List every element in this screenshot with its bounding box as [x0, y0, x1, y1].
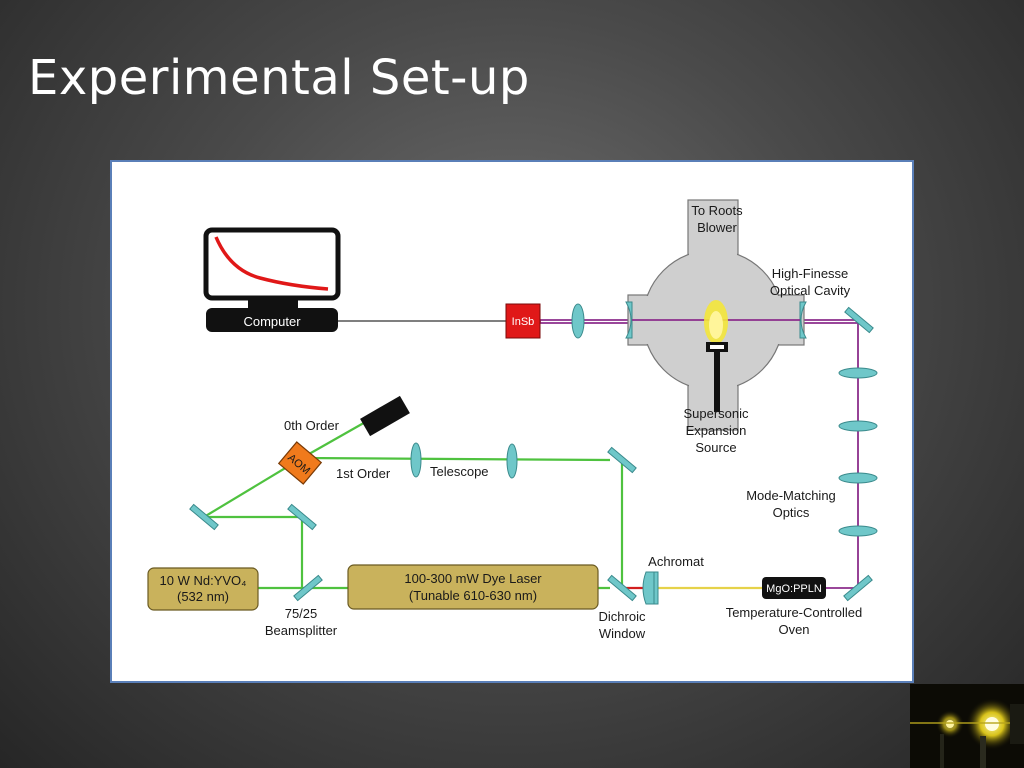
dichroic-label-line1: Dichroic: [599, 609, 646, 624]
cavity-label-line1: High-Finesse: [772, 266, 849, 281]
telescope-label: Telescope: [430, 464, 489, 479]
source-label-line3: Source: [695, 440, 736, 455]
source-label-line2: Expansion: [686, 423, 747, 438]
first-order-label: 1st Order: [336, 466, 391, 481]
crystal-label: MgO:PPLN: [766, 583, 822, 595]
dichroic-label-line2: Window: [599, 626, 646, 641]
roots-blower-label-line1: To Roots: [691, 203, 743, 218]
achromat-label: Achromat: [648, 554, 704, 569]
computer-label: Computer: [243, 314, 301, 329]
mode-matching-label-line1: Mode-Matching: [746, 488, 836, 503]
pump-laser-label-line1: 10 W Nd:YVO₄: [160, 573, 247, 588]
telescope-lenses: [410, 442, 518, 479]
dichroic-window: [607, 574, 637, 602]
roots-blower-label-line2: Blower: [697, 220, 737, 235]
dye-turn-mirror: [607, 446, 637, 474]
cavity-label-line2: Optical Cavity: [770, 283, 851, 298]
vacuum-chamber: [625, 199, 807, 431]
mode-matching-lenses: [838, 367, 878, 537]
beamsplitter-label-line2: Beamsplitter: [265, 623, 338, 638]
oven-label-line1: Temperature-Controlled: [726, 605, 863, 620]
dye-laser: 100-300 mW Dye Laser (Tunable 610-630 nm…: [347, 564, 599, 610]
detector-label: InSb: [512, 316, 535, 328]
zeroth-order-label: 0th Order: [284, 418, 340, 433]
focusing-lens: [571, 303, 585, 339]
achromat-lens: [642, 571, 659, 605]
mode-matching-label-line2: Optics: [773, 505, 810, 520]
pump-laser: 10 W Nd:YVO₄ (532 nm): [147, 567, 259, 611]
beam-dump: [360, 395, 410, 437]
dye-laser-label-line2: (Tunable 610-630 nm): [409, 588, 537, 603]
dye-laser-label-line1: 100-300 mW Dye Laser: [404, 571, 542, 586]
oven-label-line2: Oven: [778, 622, 809, 637]
ppln-crystal: MgO:PPLN: [762, 577, 826, 599]
beamsplitter-label-line1: 75/25: [285, 606, 318, 621]
cavity-output-mirror: [844, 306, 874, 334]
experimental-setup-diagram: Computer InSb: [110, 160, 914, 683]
lab-photo-thumbnail: [910, 684, 1024, 768]
insb-detector: InSb: [505, 303, 541, 339]
green-fold-mirror-right: [287, 503, 317, 531]
ppln-output-mirror: [843, 574, 873, 602]
aom-modulator: AOM: [277, 441, 323, 485]
computer-monitor: Computer: [203, 227, 341, 332]
pump-laser-label-line2: (532 nm): [177, 589, 229, 604]
green-fold-mirror-left: [189, 503, 219, 531]
slide-title: Experimental Set-up: [28, 50, 530, 106]
source-label-line1: Supersonic: [683, 406, 749, 421]
beamsplitter: [293, 574, 323, 602]
